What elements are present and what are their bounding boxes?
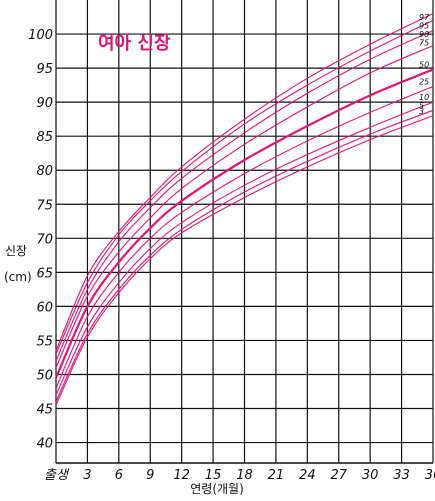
y-tick-label: 70 xyxy=(36,232,53,247)
y-tick-label: 95 xyxy=(36,62,53,77)
y-tick-label: 75 xyxy=(36,198,53,213)
percentile-label-95: 95 xyxy=(419,22,429,31)
y-tick-label: 40 xyxy=(36,437,53,452)
x-tick-label: 24 xyxy=(299,468,316,483)
x-tick-label: 33 xyxy=(393,468,410,483)
percentile-line-97 xyxy=(55,13,434,351)
percentile-line-50 xyxy=(54,68,434,379)
x-tick-label: 30 xyxy=(362,468,379,483)
percentile-line-95 xyxy=(55,19,434,355)
y-tick-label: 55 xyxy=(36,334,53,349)
percentile-label-5: 5 xyxy=(419,101,424,110)
tick-labels: 출생36912151821242730333640455055606570758… xyxy=(28,28,435,483)
percentile-label-97: 97 xyxy=(419,13,430,22)
y-tick-label: 90 xyxy=(36,96,53,111)
percentile-line-25 xyxy=(55,85,434,389)
percentile-line-3 xyxy=(55,115,434,406)
percentile-label-3: 3 xyxy=(419,107,424,116)
x-tick-label: 12 xyxy=(173,468,190,483)
grid xyxy=(55,0,434,464)
y-tick-label: 60 xyxy=(36,300,53,315)
y-tick-label: 50 xyxy=(36,368,53,383)
y-tick-label: 100 xyxy=(28,28,53,43)
x-tick-label: 출생 xyxy=(44,468,70,483)
percentile-line-75 xyxy=(55,45,434,368)
x-tick-label: 21 xyxy=(268,468,285,483)
percentile-label-90: 90 xyxy=(419,30,429,39)
x-tick-label: 15 xyxy=(205,468,222,483)
percentile-line-10 xyxy=(55,101,434,396)
percentile-label-75: 75 xyxy=(419,39,429,48)
percentile-label-25: 25 xyxy=(419,77,429,86)
percentile-line-5 xyxy=(55,109,434,402)
percentile-curves xyxy=(54,13,434,406)
chart-title: 여아 신장 xyxy=(98,33,171,54)
x-tick-label: 27 xyxy=(330,468,347,483)
x-axis-label: 연령(개월) xyxy=(190,482,244,496)
y-tick-label: 85 xyxy=(36,130,53,145)
y-tick-label: 80 xyxy=(36,164,53,179)
y-tick-label: 45 xyxy=(36,403,53,418)
x-tick-label: 3 xyxy=(83,468,91,483)
y-axis-label: 신장(cm) xyxy=(4,244,32,284)
x-tick-label: 36 xyxy=(425,468,435,483)
x-tick-label: 9 xyxy=(146,468,154,483)
y-tick-label: 65 xyxy=(36,266,53,281)
x-tick-label: 18 xyxy=(236,468,253,483)
percentile-label-10: 10 xyxy=(419,93,429,102)
percentile-label-50: 50 xyxy=(419,60,429,69)
percentile-line-90 xyxy=(55,30,434,362)
x-tick-label: 6 xyxy=(115,468,123,483)
